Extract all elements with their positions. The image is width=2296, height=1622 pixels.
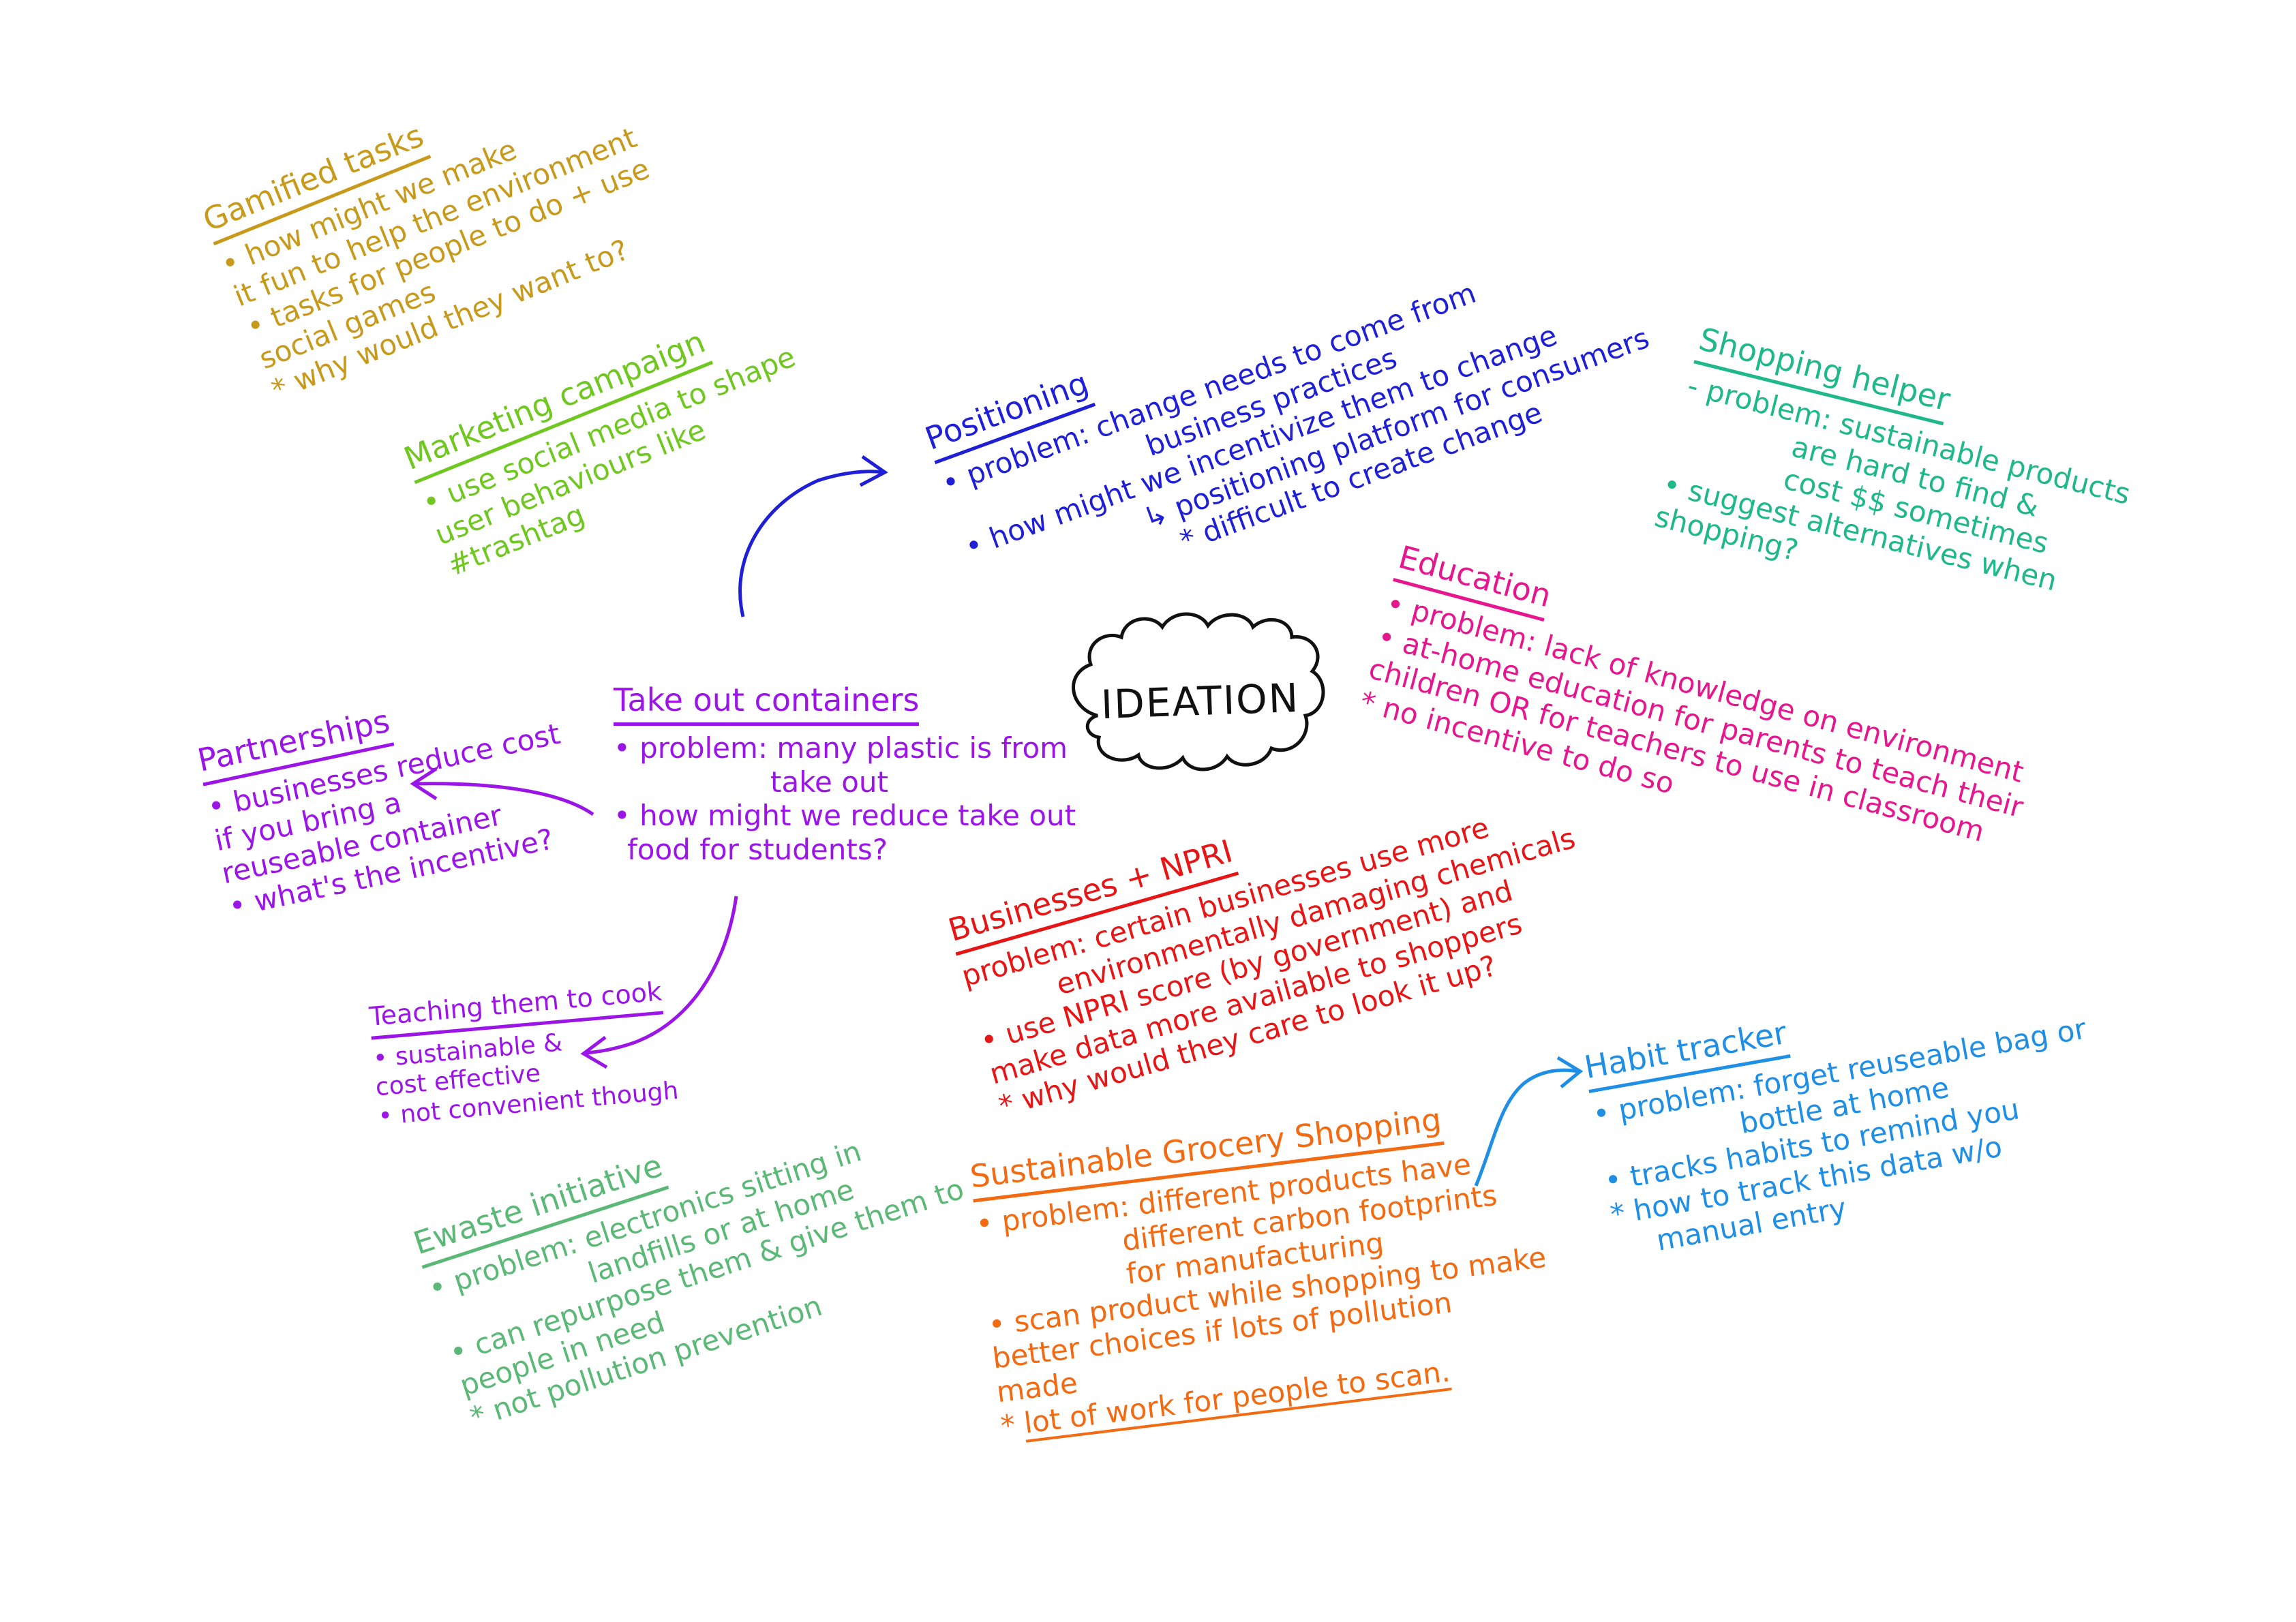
arrow-takeout-to-partnerships (415, 782, 594, 816)
takeout-line: food for students? (627, 832, 888, 866)
arrowhead-habit (1556, 1056, 1584, 1088)
node-takeout-containers: Take out containers • problem: many plas… (614, 682, 1076, 866)
arrowhead-teaching (580, 1036, 608, 1069)
takeout-line: • problem: many plastic is from (614, 731, 1068, 765)
arrow-grocery-to-habit (1474, 1068, 1579, 1187)
takeout-title: Take out containers (614, 682, 920, 726)
arrowhead-positioning (859, 455, 888, 487)
arrowhead-partnerships (410, 767, 438, 801)
takeout-line: • how might we reduce take out (614, 799, 1076, 833)
takeout-line: take out (770, 765, 889, 799)
arrow-takeout-to-positioning (738, 470, 883, 617)
arrow-takeout-to-teaching (586, 896, 738, 1055)
center-cloud-icon (1072, 612, 1325, 771)
center-ideation-label: IDEATION (1100, 674, 1301, 729)
node-teaching-to-cook: Teaching them to cook • sustainable & co… (368, 975, 680, 1131)
